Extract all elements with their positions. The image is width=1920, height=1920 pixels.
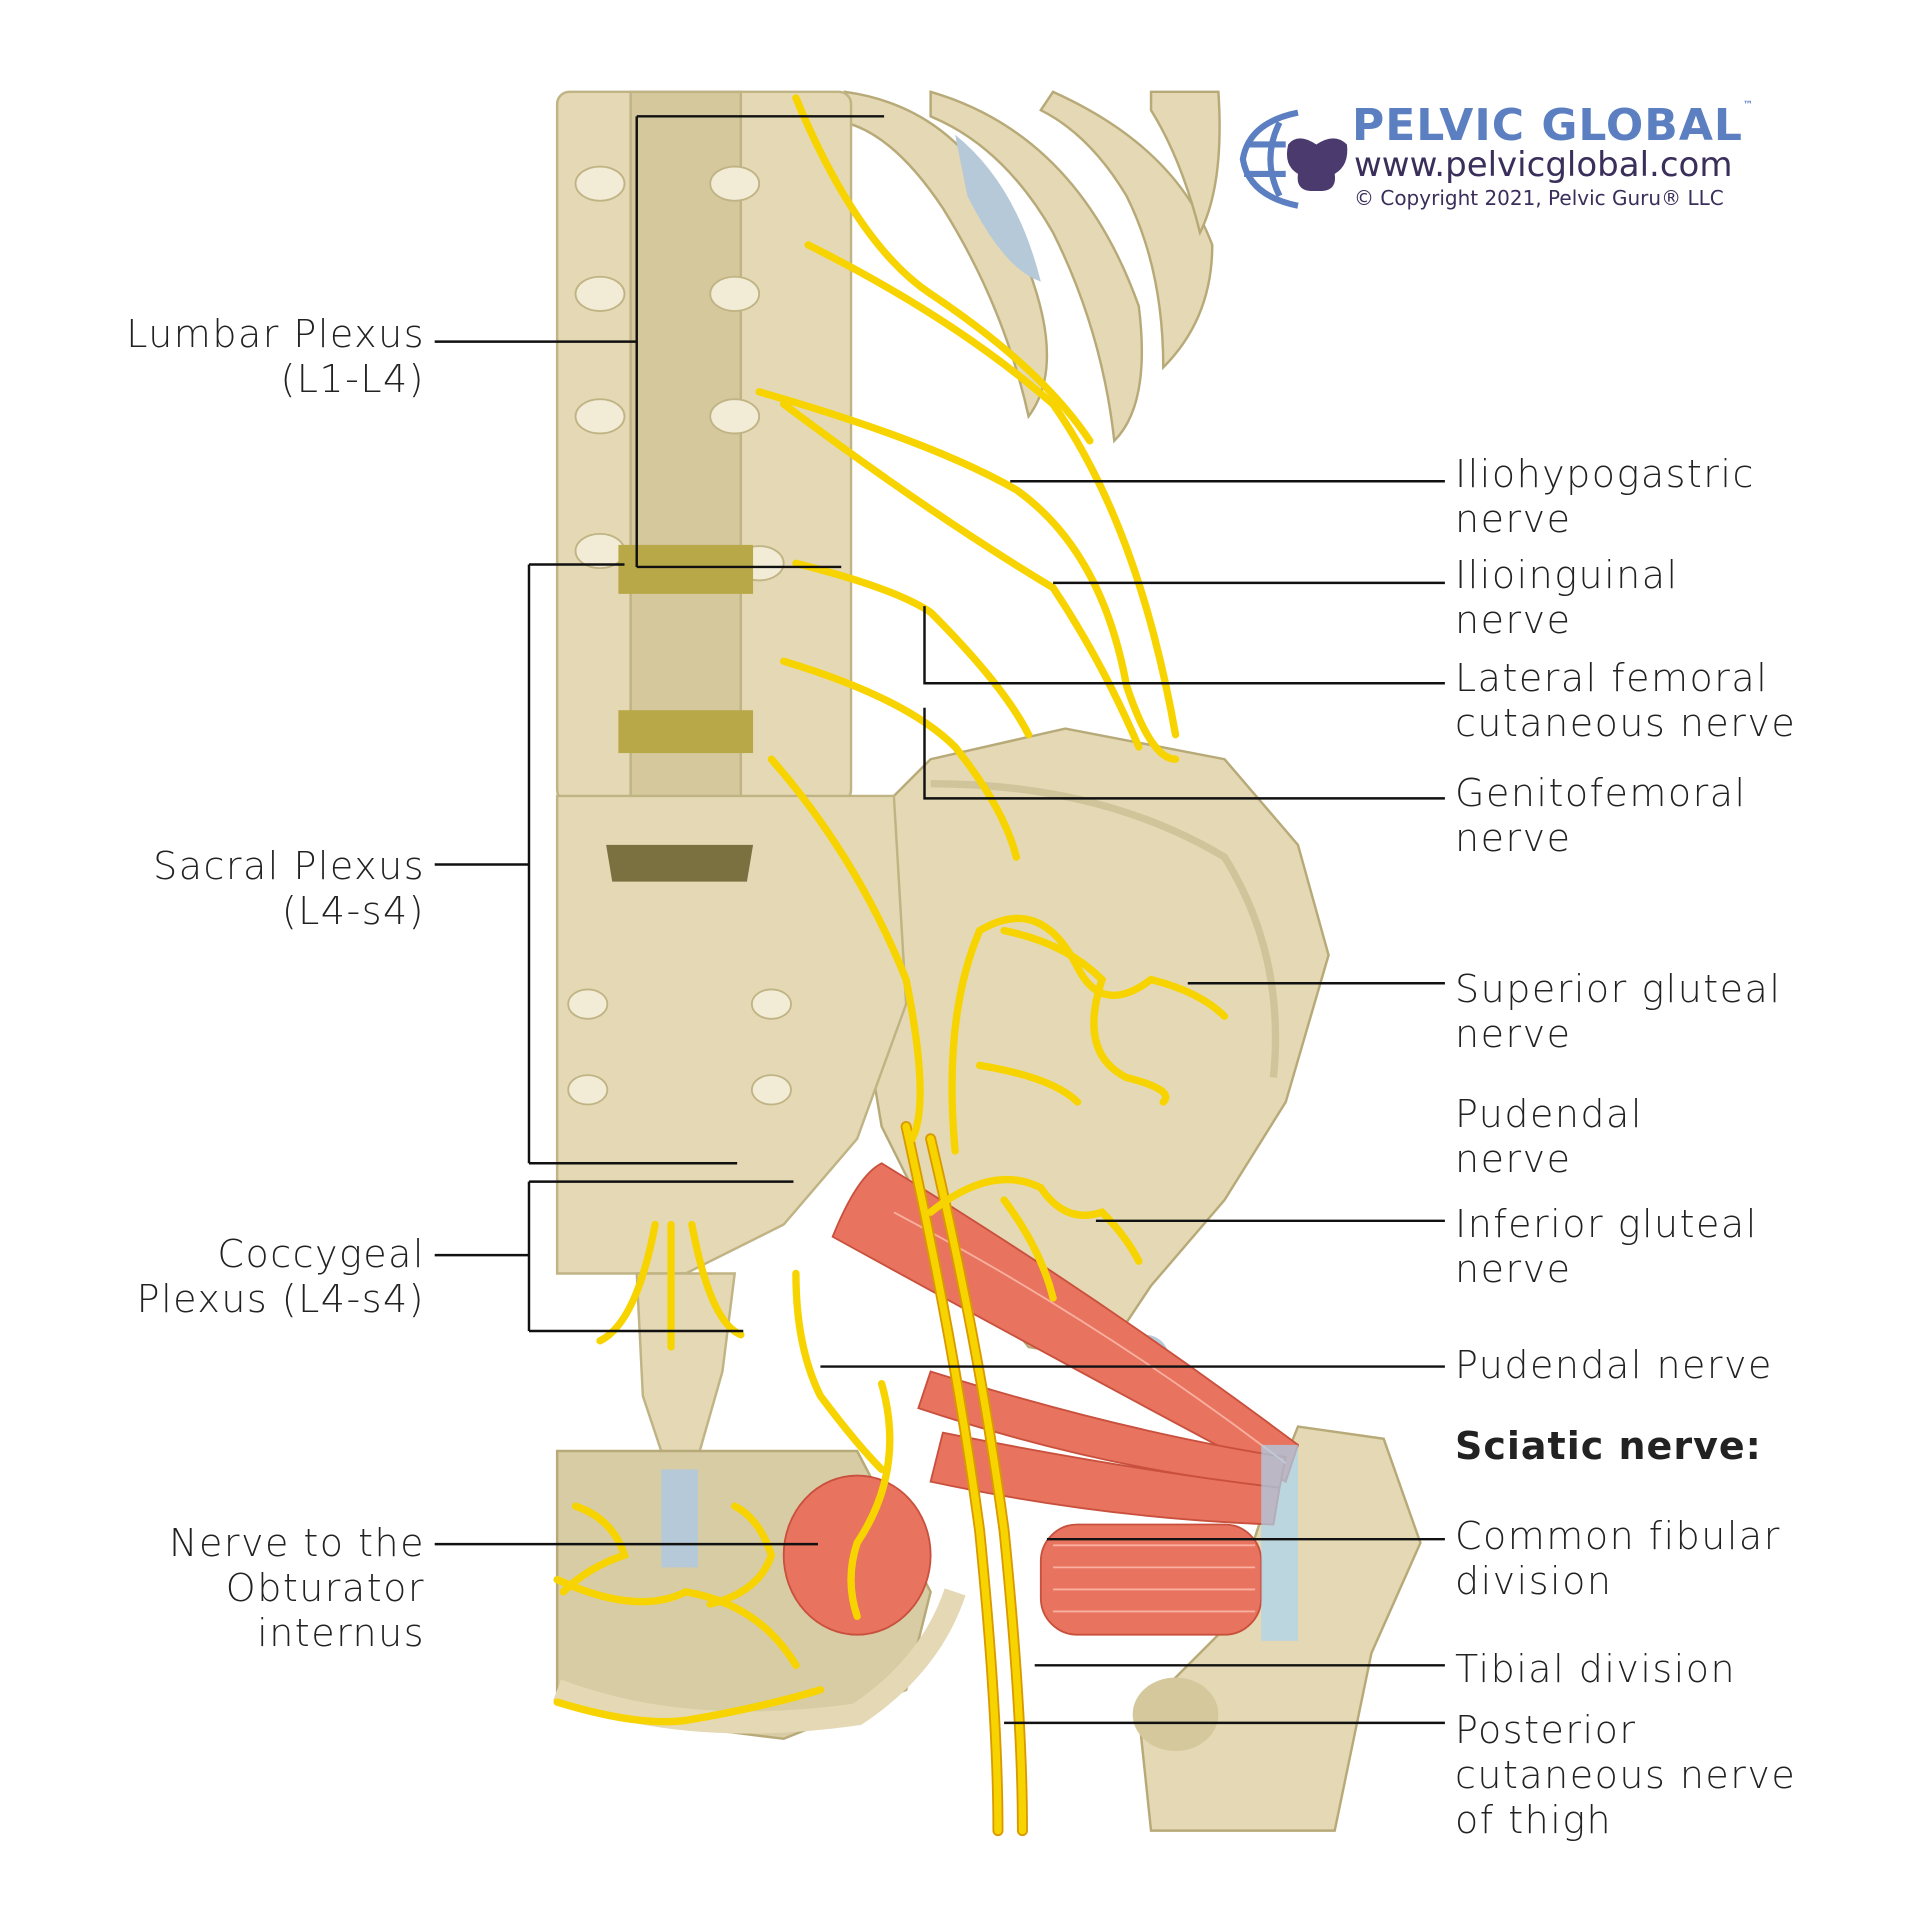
label-tibial-division: Tibial division <box>1455 1647 1736 1692</box>
label-nerve-to-obturator-internus: Nerve to the Obturator internus <box>169 1521 425 1656</box>
label-lumbar-plexus: Lumbar Plexus (L1-L4) <box>126 312 425 402</box>
label-line: Sciatic nerve: <box>1455 1424 1762 1468</box>
leader-lines <box>434 115 1445 1725</box>
label-line: Inferior gluteal <box>1455 1202 1758 1246</box>
label-iliohypogastric-nerve: Iliohypogastric nerve <box>1455 452 1755 542</box>
label-sacral-plexus: Sacral Plexus (L4-s4) <box>153 844 425 934</box>
label-ilioinguinal-nerve: Ilioinguinal nerve <box>1455 553 1679 643</box>
logo-brand-text: PELVIC GLOBAL <box>1352 100 1743 151</box>
label-pudendal-nerve: Pudendal nerve <box>1455 1343 1773 1388</box>
label-line: Iliohypogastric <box>1455 452 1755 496</box>
logo-trademark: ™ <box>1742 100 1754 111</box>
label-line: nerve <box>1455 1137 1572 1181</box>
label-line: division <box>1455 1559 1613 1603</box>
label-line: nerve <box>1455 598 1572 642</box>
label-line: (L4-s4) <box>281 889 425 933</box>
label-line: Obturator <box>225 1566 425 1610</box>
label-line: internus <box>257 1611 425 1655</box>
logo-brand-name: PELVIC GLOBAL™ <box>1352 100 1754 151</box>
label-line: Pudendal <box>1455 1092 1643 1136</box>
label-line: cutaneous nerve <box>1455 701 1797 745</box>
label-posterior-cutaneous-nerve-of-thigh: Posterior cutaneous nerve of thigh <box>1455 1708 1796 1843</box>
label-line: Genitofemoral <box>1455 771 1747 815</box>
label-line: Ilioinguinal <box>1455 553 1679 597</box>
label-inferior-gluteal-nerve: Inferior gluteal nerve <box>1455 1202 1758 1292</box>
label-line: nerve <box>1455 1247 1572 1291</box>
label-pudendal-nerve-upper: Pudendal nerve <box>1455 1092 1643 1182</box>
label-line: Tibial division <box>1455 1647 1737 1691</box>
logo-copyright: © Copyright 2021, Pelvic Guru® LLC <box>1354 186 1724 210</box>
label-lateral-femoral-cutaneous-nerve: Lateral femoral cutaneous nerve <box>1455 656 1796 746</box>
label-genitofemoral-nerve: Genitofemoral nerve <box>1455 771 1747 861</box>
logo-pelvis-icon <box>1286 138 1348 192</box>
label-line: Lateral femoral <box>1455 656 1769 700</box>
label-line: nerve <box>1455 816 1572 860</box>
label-line: Nerve to the <box>169 1521 425 1565</box>
label-line: Coccygeal <box>217 1232 425 1276</box>
label-sciatic-nerve-heading: Sciatic nerve: <box>1455 1424 1762 1469</box>
label-line: nerve <box>1455 497 1572 541</box>
label-superior-gluteal-nerve: Superior gluteal nerve <box>1455 967 1781 1057</box>
logo-globe-icon <box>1239 109 1299 209</box>
label-line: Superior gluteal <box>1455 967 1782 1011</box>
label-line: nerve <box>1455 1012 1572 1056</box>
label-line: Common fibular <box>1455 1514 1781 1558</box>
label-line: cutaneous nerve <box>1455 1753 1797 1797</box>
logo-url[interactable]: www.pelvicglobal.com <box>1354 145 1733 185</box>
label-line: Pudendal nerve <box>1455 1343 1773 1387</box>
label-common-fibular-division: Common fibular division <box>1455 1514 1781 1604</box>
vertebral-column <box>555 90 908 1472</box>
ilium <box>831 727 1330 1361</box>
label-line: (L1-L4) <box>280 357 425 401</box>
label-line: Plexus (L4-s4) <box>136 1277 425 1321</box>
label-coccygeal-plexus: Coccygeal Plexus (L4-s4) <box>137 1232 425 1322</box>
label-line: Sacral Plexus <box>153 844 425 888</box>
label-line: Posterior <box>1455 1708 1637 1752</box>
label-line: Lumbar Plexus <box>126 312 425 356</box>
label-line: of thigh <box>1455 1798 1613 1842</box>
